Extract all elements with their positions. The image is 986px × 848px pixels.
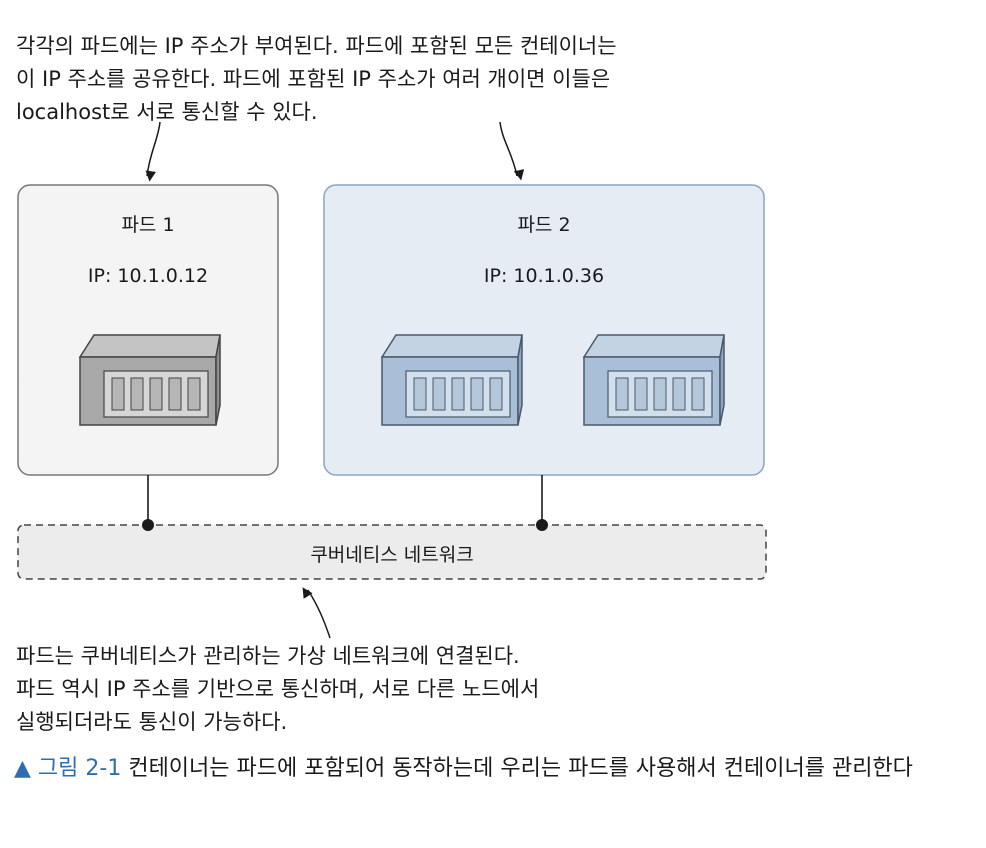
bottom-note-line: 실행되더라도 통신이 가능하다. xyxy=(16,710,288,734)
network-label: 쿠버네티스 네트워크 xyxy=(310,544,474,566)
top-note-line: 이 IP 주소를 공유한다. 파드에 포함된 IP 주소가 여러 개이면 이들은 xyxy=(16,67,611,91)
bottom-note-line: 파드는 쿠버네티스가 관리하는 가상 네트워크에 연결된다. xyxy=(16,644,520,668)
arrow-to-network xyxy=(302,587,331,639)
bottom-note-line: 파드 역시 IP 주소를 기반으로 통신하며, 서로 다른 노드에서 xyxy=(16,677,540,701)
arrow-to-pod-2 xyxy=(499,121,525,181)
container-icon xyxy=(380,334,523,426)
top-note-line: 각각의 파드에는 IP 주소가 부여된다. 파드에 포함된 모든 컨테이너는 xyxy=(16,34,617,58)
network-band xyxy=(17,524,767,580)
top-note: 각각의 파드에는 IP 주소가 부여된다. 파드에 포함된 모든 컨테이너는 이… xyxy=(16,30,617,129)
pod-2-connector-dot xyxy=(536,519,548,531)
caption-marker-icon: ▲ xyxy=(14,756,31,781)
pod-2-ip: IP: 10.1.0.36 xyxy=(483,265,605,287)
caption-text: 컨테이너는 파드에 포함되어 동작하는데 우리는 파드를 사용해서 컨테이너를 … xyxy=(128,756,913,781)
pod-1-connector-dot xyxy=(142,519,154,531)
figure-caption: ▲ 그림 2-1 컨테이너는 파드에 포함되어 동작하는데 우리는 파드를 사용… xyxy=(14,744,974,794)
pod-2-name: 파드 2 xyxy=(517,214,571,236)
container-icon xyxy=(582,334,725,426)
bottom-note: 파드는 쿠버네티스가 관리하는 가상 네트워크에 연결된다. 파드 역시 IP … xyxy=(16,640,539,739)
arrow-to-pod-1 xyxy=(145,121,161,182)
pod-1-ip: IP: 10.1.0.12 xyxy=(87,265,209,287)
pod-1-name: 파드 1 xyxy=(121,214,175,236)
caption-figure-number: 그림 2-1 xyxy=(37,756,122,781)
container-icon xyxy=(78,334,221,426)
top-note-line: localhost로 서로 통신할 수 있다. xyxy=(16,100,318,124)
